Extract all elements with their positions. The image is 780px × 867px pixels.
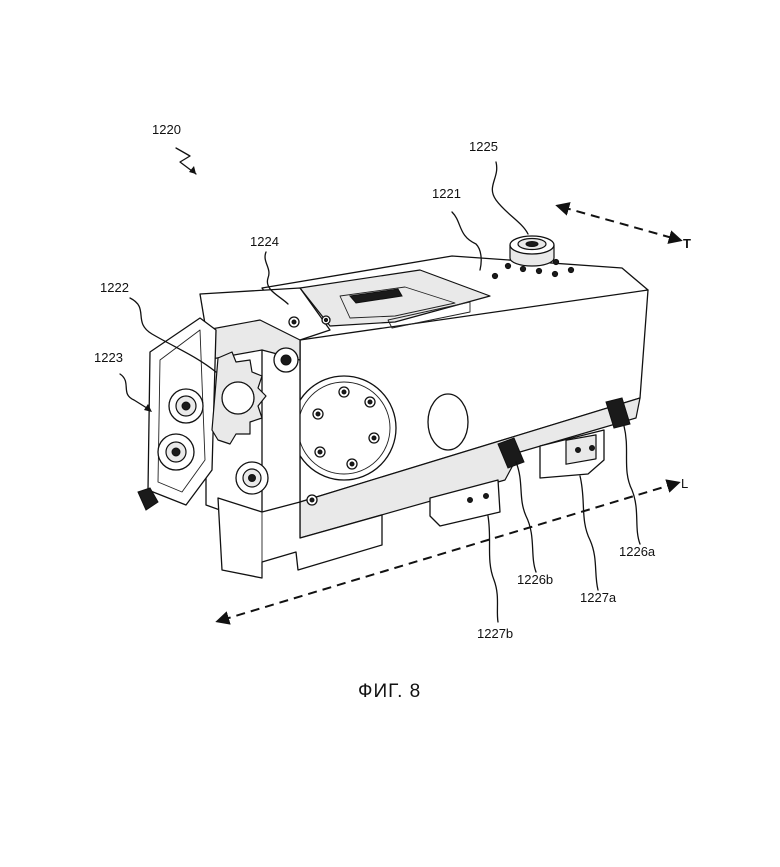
label-1223: 1223 [94, 350, 123, 365]
label-1224: 1224 [250, 234, 279, 249]
label-1225: 1225 [469, 139, 498, 154]
label-1226a: 1226a [619, 544, 656, 559]
label-1222: 1222 [100, 280, 129, 295]
label-1226b: 1226b [517, 572, 553, 587]
axis-l-label: L [681, 476, 688, 491]
side-port [428, 394, 468, 450]
device-illustration [138, 236, 648, 578]
figure-caption: ФИГ. 8 [358, 681, 421, 702]
label-1221: 1221 [432, 186, 461, 201]
axis-t-label: T [683, 236, 691, 251]
roller-bottom [236, 462, 268, 494]
side-flange [292, 376, 396, 480]
roller-lower [158, 434, 194, 470]
knob [510, 236, 554, 266]
label-1227b: 1227b [477, 626, 513, 641]
axis-t-arrow [562, 207, 676, 239]
label-1220: 1220 [152, 122, 181, 137]
roller-upper [169, 389, 203, 423]
roller-mid [274, 348, 298, 372]
label-1227a: 1227a [580, 590, 617, 605]
